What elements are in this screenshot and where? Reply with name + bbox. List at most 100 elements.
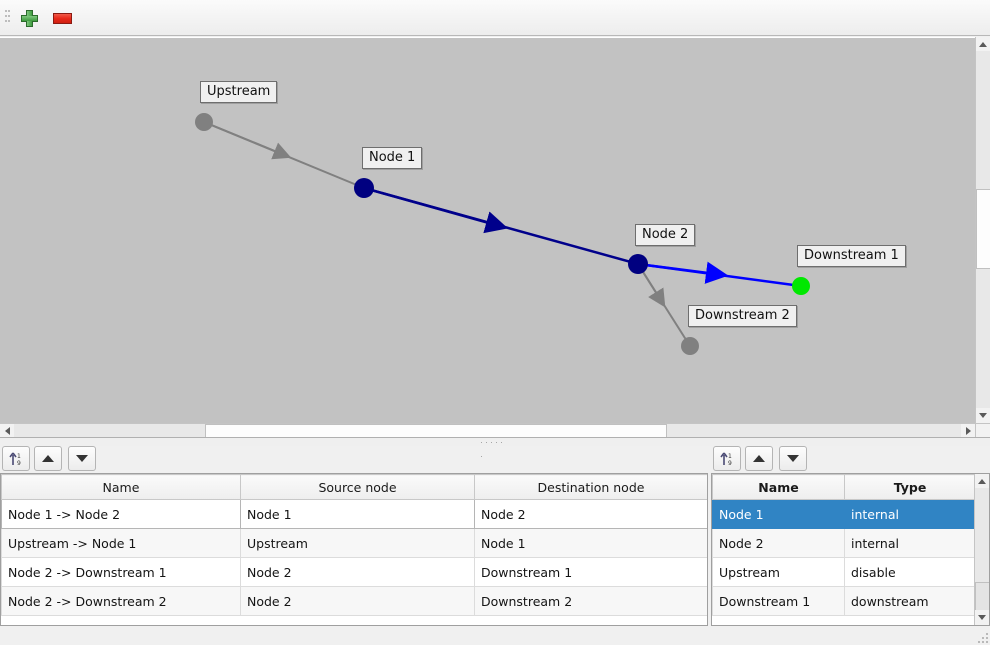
links-sort-button[interactable]: 1 9 (2, 446, 30, 471)
nodes-cell-empty (844, 615, 976, 625)
links-move-down-button[interactable] (68, 446, 96, 471)
graph-svg (195, 113, 810, 355)
graph-node-upstream (195, 113, 213, 131)
edge-node1-node2-arrow (363, 186, 509, 234)
main-toolbar (0, 0, 990, 36)
edge-upstream-node1-arrow (203, 121, 292, 160)
graph-canvas[interactable]: Upstream Node 1 Node 2 Downstream 1 Down… (0, 37, 990, 437)
links-move-up-button[interactable] (34, 446, 62, 471)
chevron-down-icon (978, 615, 986, 620)
nodes-cell-type[interactable]: disable (844, 557, 976, 587)
remove-node-button[interactable] (49, 6, 75, 30)
nodes-table-shell: Name Type Node 1 internal Node 2 interna… (711, 473, 990, 626)
scroll-down-button[interactable] (975, 610, 989, 625)
links-cell-source[interactable]: Upstream (240, 528, 475, 558)
nodes-table[interactable]: Name Type Node 1 internal Node 2 interna… (712, 474, 976, 625)
chevron-right-icon (965, 426, 971, 435)
links-col-source[interactable]: Source node (240, 474, 475, 500)
scrollbar-thumb[interactable] (976, 189, 990, 269)
links-cell-name[interactable]: Node 2 -> Downstream 2 (1, 586, 241, 616)
scrollbar-corner (975, 423, 990, 437)
scroll-right-button[interactable] (961, 424, 975, 437)
table-row[interactable]: Node 2 internal (712, 528, 976, 558)
nodes-table-vertical-scrollbar[interactable] (974, 474, 989, 625)
table-row[interactable]: Downstream 1 downstream (712, 586, 976, 616)
links-cell-name[interactable]: Node 2 -> Downstream 1 (1, 557, 241, 587)
scroll-up-button[interactable] (976, 37, 990, 51)
table-row[interactable]: Node 2 -> Downstream 1 Node 2 Downstream… (1, 557, 707, 587)
splitter-grip (481, 442, 509, 457)
nodes-move-up-button[interactable] (745, 446, 773, 471)
links-cell-source[interactable]: Node 1 (240, 499, 475, 529)
links-cell-source[interactable]: Node 2 (240, 557, 475, 587)
nodes-cell-type[interactable]: internal (844, 528, 976, 558)
graph-label-upstream[interactable]: Upstream (200, 81, 278, 103)
nodes-cell-type[interactable]: internal (844, 499, 976, 529)
links-panel-toolbar: 1 9 (0, 446, 710, 473)
table-row[interactable]: Upstream disable (712, 557, 976, 587)
graph-node-node2 (628, 254, 648, 274)
chevron-up-icon (979, 41, 987, 47)
sort-icon: 1 9 (9, 451, 23, 466)
scrollbar-thumb[interactable] (975, 582, 989, 612)
canvas-horizontal-scrollbar[interactable] (0, 423, 975, 439)
nodes-cell-type[interactable]: downstream (844, 586, 976, 616)
links-cell-source[interactable]: Node 2 (240, 586, 475, 616)
graph-node-downstream2 (681, 337, 699, 355)
nodes-table-header-row: Name Type (712, 474, 976, 500)
graph-edges (203, 121, 802, 347)
table-row[interactable]: Node 1 internal (712, 499, 976, 529)
links-table-header-row: Name Source node Destination node (1, 474, 707, 500)
sort-icon: 1 9 (720, 451, 734, 466)
table-row[interactable]: Node 1 -> Node 2 Node 1 Node 2 (1, 499, 707, 529)
nodes-panel-toolbar: 1 9 (711, 446, 990, 473)
toolbar-drag-grip[interactable] (5, 10, 10, 26)
arrow-down-icon (76, 455, 88, 462)
table-empty-row[interactable] (1, 615, 707, 625)
panel-splitter[interactable] (0, 437, 990, 457)
svg-text:1: 1 (17, 453, 21, 460)
add-node-button[interactable] (16, 6, 42, 30)
graph-label-node2[interactable]: Node 2 (635, 224, 696, 246)
nodes-col-type[interactable]: Type (844, 474, 976, 500)
arrow-up-icon (42, 455, 54, 462)
nodes-cell-name[interactable]: Upstream (712, 557, 845, 587)
nodes-move-down-button[interactable] (779, 446, 807, 471)
links-cell-destination[interactable]: Node 1 (474, 528, 707, 558)
scroll-down-button[interactable] (976, 408, 990, 423)
graph-label-downstream1[interactable]: Downstream 1 (797, 245, 906, 267)
table-empty-row[interactable] (712, 615, 976, 625)
table-row[interactable]: Node 2 -> Downstream 2 Node 2 Downstream… (1, 586, 707, 616)
nodes-cell-name[interactable]: Downstream 1 (712, 586, 845, 616)
svg-text:9: 9 (17, 460, 21, 466)
scroll-up-button[interactable] (975, 474, 989, 488)
links-cell-name[interactable]: Node 1 -> Node 2 (1, 499, 241, 529)
table-row[interactable]: Upstream -> Node 1 Upstream Node 1 (1, 528, 707, 558)
links-cell-name[interactable]: Upstream -> Node 1 (1, 528, 241, 558)
nodes-cell-name[interactable]: Node 1 (712, 499, 845, 529)
edge-node2-downstream1-arrow (637, 261, 729, 284)
canvas-vertical-scrollbar[interactable] (975, 37, 990, 423)
links-col-name[interactable]: Name (1, 474, 241, 500)
links-cell-destination[interactable]: Downstream 2 (474, 586, 707, 616)
links-cell-empty (474, 615, 707, 625)
links-cell-destination[interactable]: Node 2 (474, 499, 707, 529)
graph-label-node1[interactable]: Node 1 (362, 147, 423, 169)
nodes-cell-empty (712, 615, 845, 625)
window-resize-grip[interactable] (976, 631, 988, 643)
plus-icon (20, 9, 38, 27)
graph-label-downstream2[interactable]: Downstream 2 (688, 305, 797, 327)
svg-text:9: 9 (728, 460, 732, 466)
links-table[interactable]: Name Source node Destination node Node 1… (1, 474, 707, 625)
chevron-down-icon (979, 413, 987, 418)
arrow-down-icon (787, 455, 799, 462)
nodes-panel: 1 9 Name Type (711, 446, 990, 626)
links-col-destination[interactable]: Destination node (474, 474, 707, 500)
nodes-cell-name[interactable]: Node 2 (712, 528, 845, 558)
scroll-left-button[interactable] (0, 424, 14, 437)
links-cell-empty (1, 615, 241, 625)
links-cell-destination[interactable]: Downstream 1 (474, 557, 707, 587)
nodes-sort-button[interactable]: 1 9 (713, 446, 741, 471)
scrollbar-track[interactable] (975, 488, 989, 611)
nodes-col-name[interactable]: Name (712, 474, 845, 500)
